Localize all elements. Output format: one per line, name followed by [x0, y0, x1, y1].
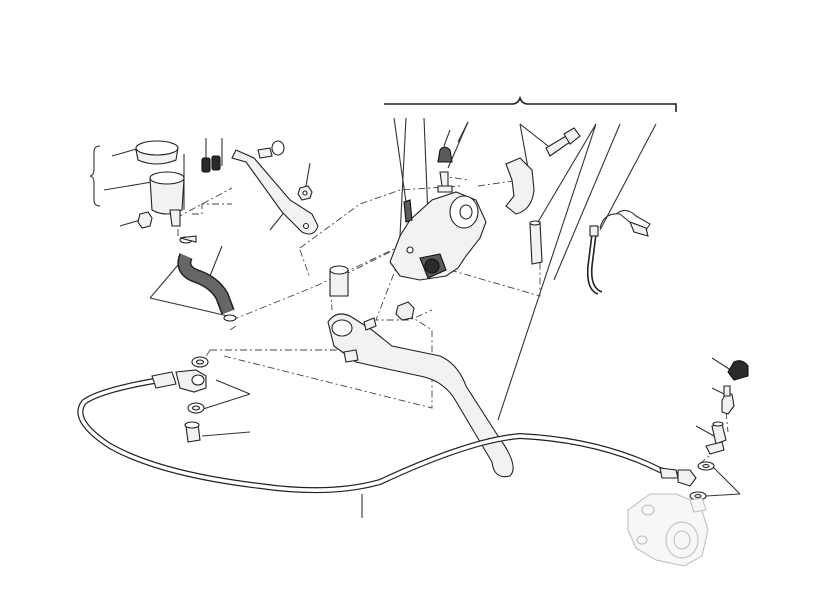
pivot-bush [329, 265, 349, 297]
mount-stud [529, 220, 543, 265]
leader-lines [103, 117, 741, 518]
master-cylinder-body [389, 191, 487, 281]
slave-cylinder [627, 493, 709, 567]
bracket-nut [297, 185, 313, 201]
upper-pivot-pin [403, 199, 413, 223]
lower-pivot-nut [395, 301, 415, 321]
group-brace-left [89, 145, 101, 207]
sealing-washer-upper [191, 356, 209, 368]
clutch-hose [77, 369, 697, 494]
sealing-washer-lower [187, 402, 205, 414]
dust-cap [437, 146, 453, 163]
group-bracket-top [384, 95, 677, 112]
hose-clamp-lower [223, 314, 237, 322]
clutch-lever [327, 313, 514, 478]
reservoir-body [149, 171, 185, 227]
bleed-screw [437, 171, 453, 193]
bracket-grommets [201, 155, 221, 173]
slave-dust-cap [727, 360, 749, 381]
reservoir-bracket [231, 149, 319, 235]
assembly-dash-lines [175, 175, 729, 465]
handlebar-clamp [505, 157, 535, 215]
reservoir-nut [137, 211, 153, 229]
bracket-screw [257, 140, 285, 159]
slave-bleeder [721, 385, 735, 415]
reservoir-hose [177, 253, 235, 315]
banjo-bolt [184, 421, 201, 443]
reservoir-cap [135, 140, 179, 165]
switch-wire [586, 209, 651, 295]
slave-banjo-bolt [705, 421, 727, 455]
slave-washer-upper [697, 461, 715, 471]
clamp-bolt [545, 127, 581, 157]
hose-clamp-upper [179, 235, 197, 244]
